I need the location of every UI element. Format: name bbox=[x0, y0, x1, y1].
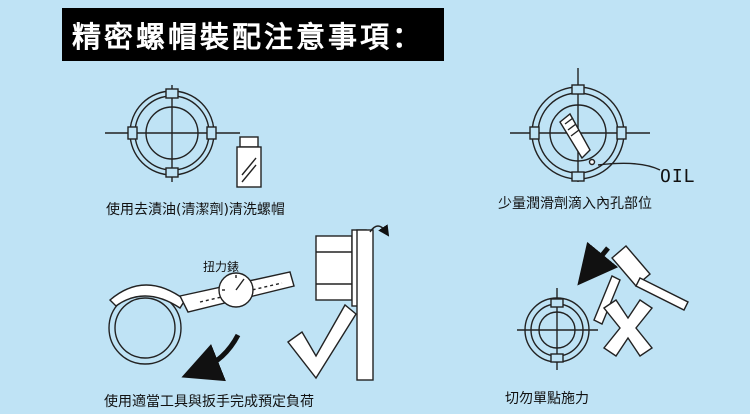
oil-dropper-icon bbox=[559, 112, 661, 171]
step4-caption: 切勿單點施力 bbox=[505, 391, 589, 407]
step4-nut-drawing bbox=[517, 288, 598, 370]
checkmark-icon bbox=[286, 303, 357, 380]
spanner-wrench-drawing bbox=[108, 271, 295, 365]
cross-x-icon bbox=[602, 299, 654, 357]
nut-cross-section-drawing bbox=[315, 224, 390, 381]
step2-nut-drawing bbox=[510, 68, 650, 182]
torque-gauge-label: 扭力錶 bbox=[203, 260, 240, 274]
rotate-arrow-icon bbox=[181, 333, 241, 382]
step1-caption: 使用去漬油(清潔劑)清洗螺帽 bbox=[106, 202, 285, 218]
torque-gauge-icon bbox=[218, 272, 254, 308]
step3-caption: 使用適當工具與扳手完成預定負荷 bbox=[104, 394, 314, 410]
step2-caption: 少量潤滑劑滴入內孔部位 bbox=[498, 196, 652, 212]
solvent-bottle-icon bbox=[236, 136, 262, 188]
page-title: 精密螺帽裝配注意事項： bbox=[62, 8, 444, 61]
strike-arrow-icon bbox=[577, 241, 619, 286]
oil-label: OIL bbox=[660, 166, 696, 187]
hammer-icon bbox=[611, 245, 689, 311]
step1-nut-drawing bbox=[105, 85, 240, 182]
punch-tool-icon bbox=[593, 275, 621, 325]
